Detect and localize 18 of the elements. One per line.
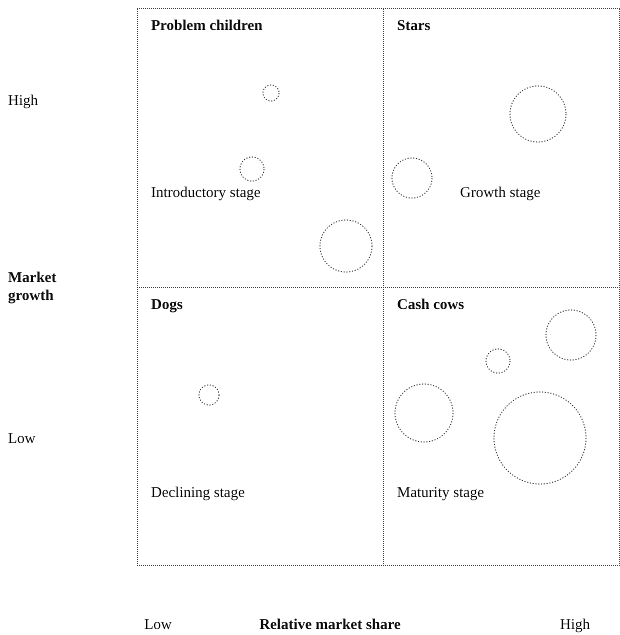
stage-label: Declining stage <box>151 485 245 502</box>
axis-label: High <box>559 616 591 634</box>
axis-label: Market growth <box>8 269 58 305</box>
axis-label: Low <box>143 616 173 634</box>
axis-label: Relative market share <box>258 616 402 634</box>
quadrant-heading: Dogs <box>151 297 183 314</box>
quadrant-box <box>383 287 620 566</box>
axis-label: Low <box>8 430 36 448</box>
stage-label: Introductory stage <box>151 185 261 202</box>
quadrant-box <box>137 8 384 288</box>
quadrant-heading: Problem children <box>151 18 263 35</box>
quadrant-heading: Cash cows <box>397 297 464 314</box>
stage-label: Maturity stage <box>397 485 484 502</box>
quadrant-heading: Stars <box>397 18 430 35</box>
quadrant-box <box>383 8 620 288</box>
quadrant-box <box>137 287 384 566</box>
axis-label: High <box>8 92 39 110</box>
stage-label: Growth stage <box>460 185 540 202</box>
